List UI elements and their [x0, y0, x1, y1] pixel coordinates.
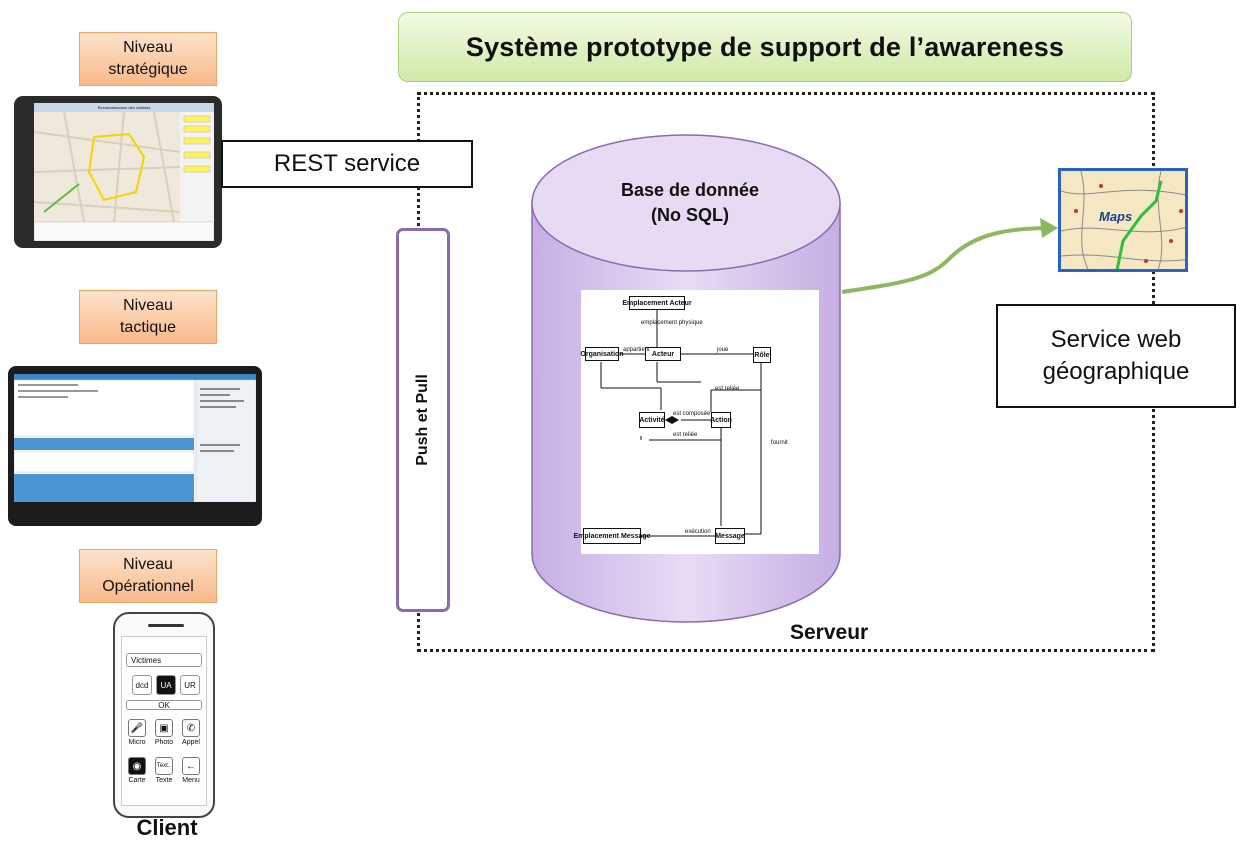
carte-label: Carte	[128, 777, 146, 784]
uml-relation-appartient: appartient	[623, 347, 650, 353]
title-box: Système prototype de support de l’awaren…	[398, 12, 1132, 82]
menu-label: Menu	[182, 777, 200, 784]
photo-label: Photo	[154, 739, 174, 746]
level-tactical-line1: Niveau	[123, 297, 173, 314]
map-thumbnail: Maps	[1058, 168, 1188, 272]
tactical-app-thumbnail	[14, 374, 256, 502]
push-pull-label: Push et Pull	[414, 374, 431, 466]
micro-label: Micro	[128, 739, 146, 746]
map-graphic	[1061, 171, 1185, 269]
geo-service-box: Service web géographique	[996, 304, 1236, 408]
phone-screen: Victimes dcd UA UR OK 🎤 ▣ ✆ Micro Photo …	[121, 636, 207, 806]
uml-relation-joue: joue	[717, 347, 729, 353]
level-strategic-line1: Niveau	[123, 39, 173, 56]
geo-arrow	[841, 218, 1058, 294]
uml-class-activite: Activité	[639, 412, 665, 428]
client-label: Client	[136, 815, 198, 840]
uml-class-action: Action	[710, 412, 732, 428]
dcd-button[interactable]: dcd	[132, 675, 152, 695]
uml-class-diagram: Emplacement Acteur Organisation Acteur R…	[573, 290, 819, 554]
uml-relation-emplacement: emplacement physique	[641, 320, 703, 326]
database-title-line2: (No SQL)	[651, 205, 729, 225]
uml-relation-est-composee: est composée	[673, 411, 711, 417]
uml-relation-fournit: fournit	[771, 440, 788, 446]
level-tactical-line2: tactique	[119, 319, 177, 336]
strategic-tablet-screen: Reconnaissance des victimes	[34, 103, 214, 241]
tactical-tablet	[8, 366, 262, 526]
level-strategic-badge: Niveau stratégique	[79, 32, 217, 86]
uml-class-acteur: Acteur	[645, 347, 681, 361]
victimes-field[interactable]: Victimes	[126, 653, 202, 667]
strategic-map-thumbnail	[34, 111, 214, 241]
database-title: Base de donnée (No SQL)	[580, 178, 800, 228]
map-label: Maps	[1099, 209, 1133, 224]
phone-call-icon[interactable]: ✆	[182, 719, 200, 737]
geo-service-line2: géographique	[1042, 358, 1190, 385]
uml-relation-est-reliee-1: est reliée	[715, 386, 740, 392]
uml-relation-execution: exécution	[685, 529, 711, 535]
level-operational-badge: Niveau Opérationnel	[79, 549, 217, 603]
geo-service-line1: Service web	[1050, 326, 1182, 353]
text-icon[interactable]: Text..	[155, 757, 173, 775]
level-operational-line1: Niveau	[123, 556, 173, 573]
uml-class-organisation: Organisation	[580, 347, 624, 361]
map-pin-icon[interactable]: ◉	[128, 757, 146, 775]
tactical-tablet-screen	[14, 374, 256, 502]
push-pull-channel: Push et Pull	[396, 228, 450, 612]
ua-button[interactable]: UA	[156, 675, 176, 695]
back-arrow-icon[interactable]: ←	[182, 757, 200, 775]
strategic-tablet-heading: Reconnaissance des victimes	[34, 103, 214, 112]
ok-button[interactable]: OK	[126, 700, 202, 710]
strategic-tablet: Reconnaissance des victimes	[14, 96, 222, 248]
uml-connectors	[600, 310, 762, 537]
diagram-title: Système prototype de support de l’awaren…	[465, 31, 1065, 62]
operational-phone: Victimes dcd UA UR OK 🎤 ▣ ✆ Micro Photo …	[113, 612, 215, 818]
camera-icon[interactable]: ▣	[155, 719, 173, 737]
uml-class-message: Message	[715, 528, 745, 544]
level-tactical-badge: Niveau tactique	[79, 290, 217, 344]
uml-class-emplacement-message: Emplacement Message	[573, 528, 651, 544]
level-strategic-line2: stratégique	[108, 61, 188, 78]
level-operational-line2: Opérationnel	[102, 578, 194, 595]
rest-service-box: REST service	[221, 140, 473, 188]
microphone-icon[interactable]: 🎤	[128, 719, 146, 737]
uml-class-emplacement-acteur: Emplacement Acteur	[622, 296, 692, 310]
rest-service-label: REST service	[273, 150, 421, 177]
appel-label: Appel	[182, 739, 200, 746]
database-title-line1: Base de donnée	[620, 180, 760, 200]
server-label: Serveur	[790, 621, 869, 644]
texte-label: Texte	[155, 777, 173, 784]
phone-speaker	[148, 624, 184, 627]
uml-relation-est-reliee-2: est reliée	[673, 432, 698, 438]
uml-class-role: Rôle	[753, 347, 771, 363]
ur-button[interactable]: UR	[180, 675, 200, 695]
